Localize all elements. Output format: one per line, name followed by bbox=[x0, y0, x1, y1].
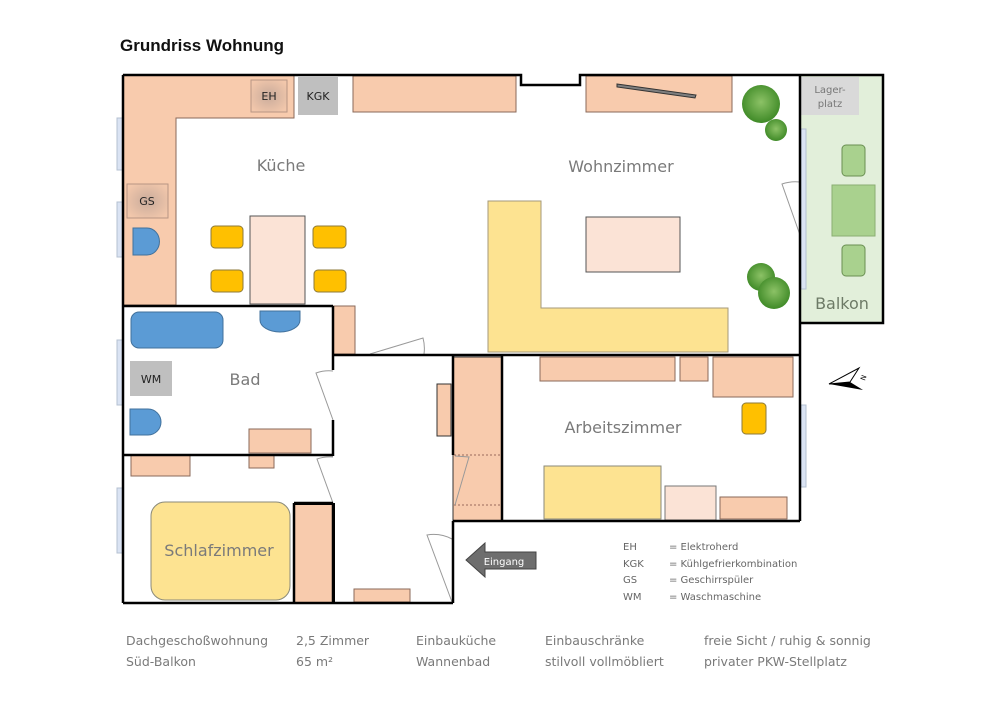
sofa bbox=[487, 200, 729, 353]
arrow-left-icon bbox=[465, 541, 537, 579]
lagerplatz-label-line2: platz bbox=[818, 99, 842, 110]
coffee-table bbox=[585, 216, 681, 273]
appliance-eh-label: EH bbox=[261, 90, 276, 103]
office-side-table bbox=[664, 485, 717, 521]
chair bbox=[210, 269, 244, 293]
door-swing bbox=[781, 181, 801, 236]
legend-row: GS = Geschirrspüler bbox=[623, 573, 797, 590]
legend-row: EH = Elektroherd bbox=[623, 540, 797, 557]
door-swing bbox=[454, 455, 470, 506]
office-cabinet bbox=[679, 356, 709, 382]
feature-column: 2,5 Zimmer 65 m² bbox=[296, 631, 369, 672]
legend-key: WM bbox=[623, 591, 642, 603]
feature-item: Einbauküche bbox=[416, 633, 497, 648]
door-swing bbox=[315, 370, 334, 421]
room-label-arbeitszimmer: Arbeitszimmer bbox=[564, 418, 681, 437]
legend-value: = Waschmaschine bbox=[669, 591, 762, 603]
room-label-schlafzimmer: Schlafzimmer bbox=[164, 541, 274, 560]
compass-label: N bbox=[859, 374, 868, 382]
living-cabinet bbox=[352, 75, 517, 113]
compass-north-icon: N bbox=[828, 366, 868, 390]
legend-value: = Elektroherd bbox=[669, 542, 739, 553]
appliance-kgk bbox=[298, 77, 338, 115]
balcony-table bbox=[831, 184, 876, 237]
chair bbox=[312, 225, 347, 249]
lagerplatz-box bbox=[801, 77, 859, 115]
feature-item: 2,5 Zimmer bbox=[296, 633, 370, 648]
office-desk bbox=[543, 465, 662, 520]
room-label-balkon: Balkon bbox=[815, 294, 869, 313]
entrance-arrow[interactable]: Eingang bbox=[465, 541, 537, 579]
balcony-window bbox=[800, 128, 807, 290]
office-low-cabinet bbox=[719, 496, 788, 520]
hall-cabinet bbox=[332, 305, 356, 355]
hall-bench bbox=[353, 588, 411, 603]
feature-column: Dachgeschoßwohnung Süd-Balkon bbox=[126, 631, 268, 672]
dining-table bbox=[249, 215, 306, 305]
office-chair bbox=[741, 402, 767, 435]
office-cabinet bbox=[539, 356, 676, 382]
appliance-wm bbox=[130, 361, 172, 396]
feature-column: Einbauschränke stilvoll vollmöbliert bbox=[545, 631, 664, 672]
appliance-gs-label: GS bbox=[139, 195, 155, 208]
plant-icon bbox=[747, 263, 790, 309]
appliance-kgk-label: KGK bbox=[307, 90, 331, 103]
chair bbox=[210, 225, 244, 249]
feature-item: Wannenbad bbox=[416, 653, 491, 669]
windows-left bbox=[116, 117, 124, 554]
window bbox=[800, 404, 807, 488]
chair bbox=[313, 269, 347, 293]
plan-title: Grundriss Wohnung bbox=[120, 36, 285, 55]
feature-item: stilvoll vollmöbliert bbox=[545, 653, 664, 669]
lagerplatz-label-line1: Lager- bbox=[814, 85, 846, 96]
bathtub bbox=[130, 311, 224, 349]
door-swing bbox=[369, 337, 425, 355]
feature-column: freie Sicht / ruhig & sonnig privater PK… bbox=[704, 631, 871, 672]
balcony-chair bbox=[841, 244, 866, 277]
legend-key: GS bbox=[623, 575, 638, 586]
feature-column: Einbauküche Wannenbad bbox=[416, 631, 496, 672]
entrance-label: Eingang bbox=[484, 557, 525, 568]
appliance-wm-label: WM bbox=[141, 373, 161, 386]
legend-value: = Kühlgefrierkombination bbox=[669, 558, 798, 570]
legend-key: EH bbox=[623, 542, 637, 553]
office-cabinet bbox=[712, 356, 794, 398]
room-label-wohnzimmer: Wohnzimmer bbox=[568, 157, 674, 176]
legend-key: KGK bbox=[623, 558, 644, 570]
legend: EH = Elektroherd KGK = Kühlgefrierkombinat… bbox=[623, 540, 797, 606]
washbasin bbox=[259, 310, 301, 333]
door-swing bbox=[316, 456, 334, 504]
feature-item: Dachgeschoßwohnung bbox=[126, 633, 269, 648]
legend-row: KGK = Kühlgefrierkombination bbox=[623, 557, 797, 574]
feature-item: Einbauschränke bbox=[545, 633, 645, 648]
bath-cabinet bbox=[248, 428, 312, 454]
wardrobe bbox=[293, 503, 335, 604]
bed bbox=[150, 501, 291, 601]
toilet bbox=[129, 408, 162, 436]
bedroom-nightstand bbox=[248, 454, 275, 469]
balcony-chair bbox=[841, 144, 866, 177]
living-cabinet bbox=[585, 75, 733, 113]
bedroom-cabinet bbox=[130, 454, 191, 477]
room-label-kueche: Küche bbox=[257, 156, 306, 175]
appliance-gs bbox=[126, 183, 169, 219]
room-label-bad: Bad bbox=[230, 370, 261, 389]
feature-item: Süd-Balkon bbox=[126, 653, 196, 669]
feature-item: 65 m² bbox=[296, 653, 334, 669]
hall-shelf bbox=[436, 383, 452, 437]
built-in-wardrobe bbox=[452, 356, 503, 522]
walls bbox=[121, 73, 885, 605]
appliance-eh bbox=[250, 79, 288, 113]
plant-icon bbox=[742, 85, 787, 141]
tv-panel bbox=[616, 83, 697, 99]
kitchen-sink bbox=[132, 227, 160, 256]
legend-row: WM = Waschmaschine bbox=[623, 590, 797, 607]
door-swing bbox=[426, 533, 453, 603]
legend-value: = Geschirrspüler bbox=[669, 575, 754, 586]
feature-item: privater PKW-Stellplatz bbox=[704, 653, 847, 669]
feature-item: freie Sicht / ruhig & sonnig bbox=[704, 633, 871, 648]
